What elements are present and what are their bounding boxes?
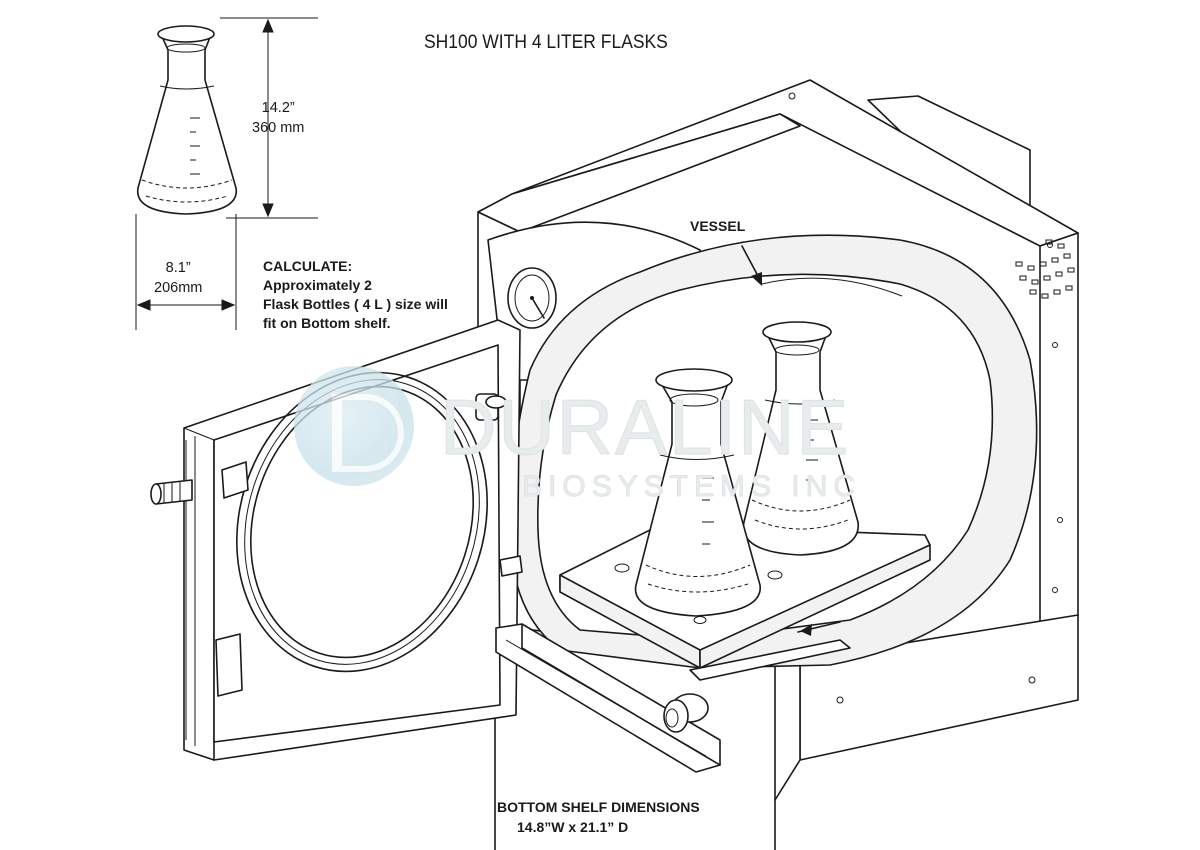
bottom-shelf-heading: BOTTOM SHELF DIMENSIONS [497,799,700,815]
flask-width-inches: 8.1” [165,260,191,276]
open-door [183,319,523,761]
calculation-note: CALCULATE: Approximately 2 Flask Bottles… [263,257,448,333]
flask-height-label: 14.2” 360 mm [252,98,304,138]
calculation-line: Approximately 2 [263,277,372,293]
flask-width-mm: 206mm [154,280,203,296]
bottom-shelf-dimensions: BOTTOM SHELF DIMENSIONS 14.8”W x 21.1” D [497,797,700,837]
drain-knob [663,693,709,733]
calculation-line: fit on Bottom shelf. [263,315,391,331]
pressure-gauge [507,267,557,329]
bottom-shelf-size: 14.8”W x 21.1” D [517,819,629,835]
chamber-flask-front [634,368,761,617]
flask-width-dimension [135,214,237,330]
flask-height-dimension [220,17,318,219]
calculation-line: Flask Bottles ( 4 L ) size will [263,296,448,312]
calculation-heading: CALCULATE: [263,258,353,274]
flask-height-inches: 14.2” [261,100,295,116]
door-handle [150,479,193,505]
reference-flask [137,25,237,215]
page-title: SH100 WITH 4 LITER FLASKS [424,32,668,53]
vessel-label: VESSEL [690,218,746,234]
vessel-pointer-arrow [741,245,762,286]
drip-tray [495,623,721,773]
flask-height-mm: 360 mm [252,120,305,136]
flask-width-label: 8.1” 206mm [154,258,202,298]
